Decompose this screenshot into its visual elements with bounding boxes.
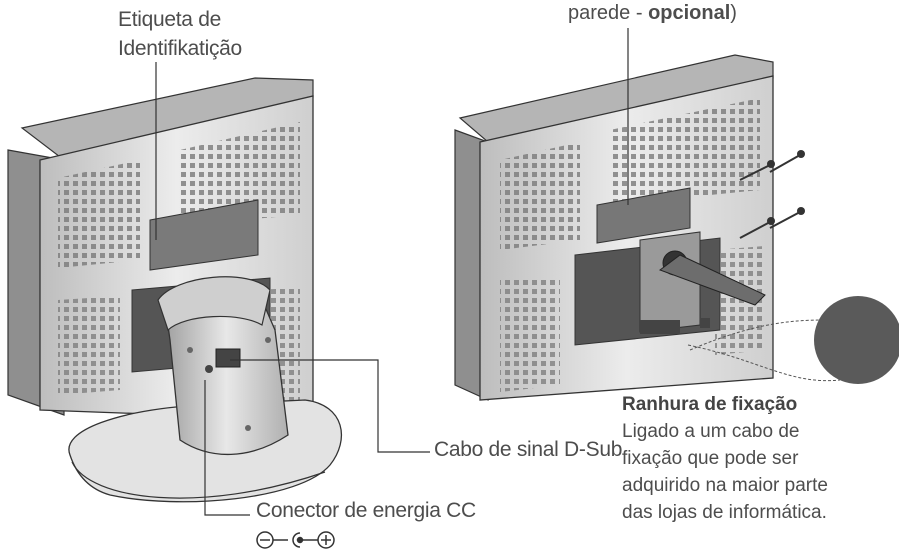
identification-label-callout: Etiqueta de Identifikatição: [118, 5, 242, 63]
identification-label-line2: Identifikatição: [118, 37, 242, 60]
wall-mount-suffix: ): [730, 2, 737, 24]
lock-slot-desc-line4: das lojas de informática.: [622, 502, 827, 523]
lock-slot-callout: Ranhura de fixação Ligado a um cabo de f…: [622, 391, 828, 526]
lock-slot-desc-line3: adquirido na maior parte: [622, 475, 828, 496]
identification-label-line1: Etiqueta de: [118, 8, 221, 31]
wall-mount-prefix: parede -: [568, 2, 649, 24]
lock-slot-title: Ranhura de fixação: [622, 394, 798, 415]
lock-slot-desc-line2: fixação que pode ser: [622, 448, 799, 469]
dc-connector-label: Conector de energia CC: [256, 499, 476, 522]
wall-mount-optional: opcional: [648, 2, 731, 24]
dsub-cable-label: Cabo de sinal D-Sub: [434, 438, 623, 461]
leader-lines: [155, 28, 629, 516]
right-monitor-back: [454, 54, 899, 401]
wall-mount-callout: parede - opcional): [568, 2, 737, 25]
dc-polarity-icon: [256, 531, 335, 549]
lock-slot-desc-line1: Ligado a um cabo de: [622, 421, 800, 442]
